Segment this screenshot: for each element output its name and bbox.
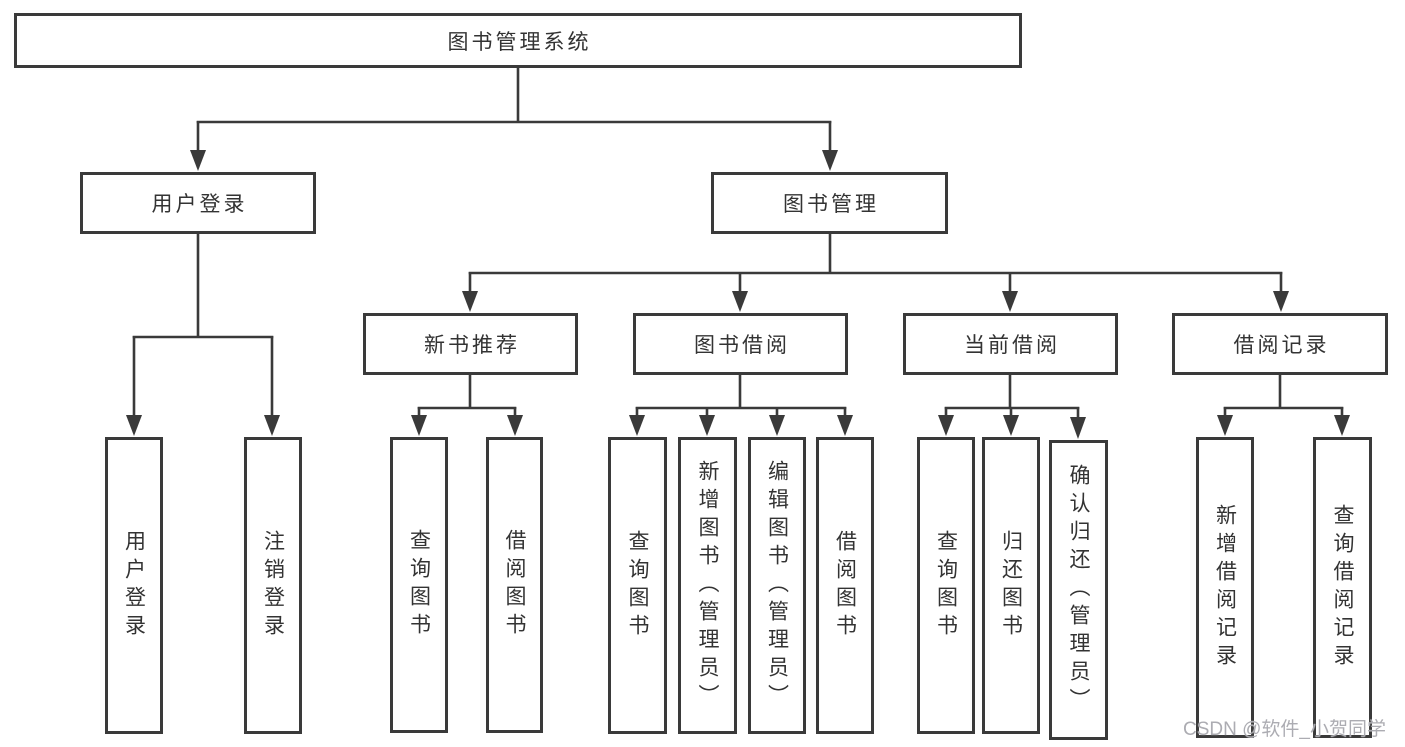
node-leaf-add-books-admin: 新增图书（管理员） xyxy=(678,437,737,734)
node-leaf-user-login: 用户登录 xyxy=(105,437,163,734)
leaf-label: 借阅图书 xyxy=(503,529,526,641)
csdn-watermark: CSDN @软件_小贺同学 xyxy=(1183,719,1386,740)
leaf-label: 查询图书 xyxy=(407,529,431,641)
node-leaf-borrow-books-recommend: 借阅图书 xyxy=(486,437,543,733)
leaf-label: 编辑图书（管理员） xyxy=(765,459,789,712)
leaf-label: 新增图书（管理员） xyxy=(696,459,719,712)
leaf-label: 归还图书 xyxy=(999,529,1023,642)
node-book-borrowing: 图书借阅 xyxy=(633,313,848,375)
node-library-management-system: 图书管理系统 xyxy=(14,13,1022,68)
node-leaf-confirm-return-admin: 确认归还（管理员） xyxy=(1049,440,1108,740)
node-borrowing-records: 借阅记录 xyxy=(1172,313,1388,375)
node-leaf-edit-books-admin: 编辑图书（管理员） xyxy=(748,437,806,734)
leaf-label: 借阅图书 xyxy=(833,529,857,642)
leaf-label: 新增借阅记录 xyxy=(1213,503,1237,672)
node-leaf-logout: 注销登录 xyxy=(244,437,302,734)
node-current-borrowing: 当前借阅 xyxy=(903,313,1118,375)
node-book-management: 图书管理 xyxy=(711,172,948,234)
leaf-label: 注销登录 xyxy=(261,529,285,642)
node-leaf-query-borrow-record: 查询借阅记录 xyxy=(1313,437,1372,738)
node-leaf-return-books: 归还图书 xyxy=(982,437,1040,734)
leaf-label: 查询借阅记录 xyxy=(1331,503,1354,672)
leaf-label: 查询图书 xyxy=(626,529,649,642)
node-leaf-query-books-borrowing: 查询图书 xyxy=(608,437,667,734)
node-user-login: 用户登录 xyxy=(80,172,316,234)
node-leaf-add-borrow-record: 新增借阅记录 xyxy=(1196,437,1254,738)
node-leaf-query-books-recommend: 查询图书 xyxy=(390,437,448,733)
node-leaf-borrow-books-borrowing: 借阅图书 xyxy=(816,437,874,734)
leaf-label: 查询图书 xyxy=(934,529,958,642)
node-new-book-recommendation: 新书推荐 xyxy=(363,313,578,375)
leaf-label: 用户登录 xyxy=(122,529,146,642)
leaf-label: 确认归还（管理员） xyxy=(1067,464,1090,716)
node-leaf-query-books-current: 查询图书 xyxy=(917,437,975,734)
